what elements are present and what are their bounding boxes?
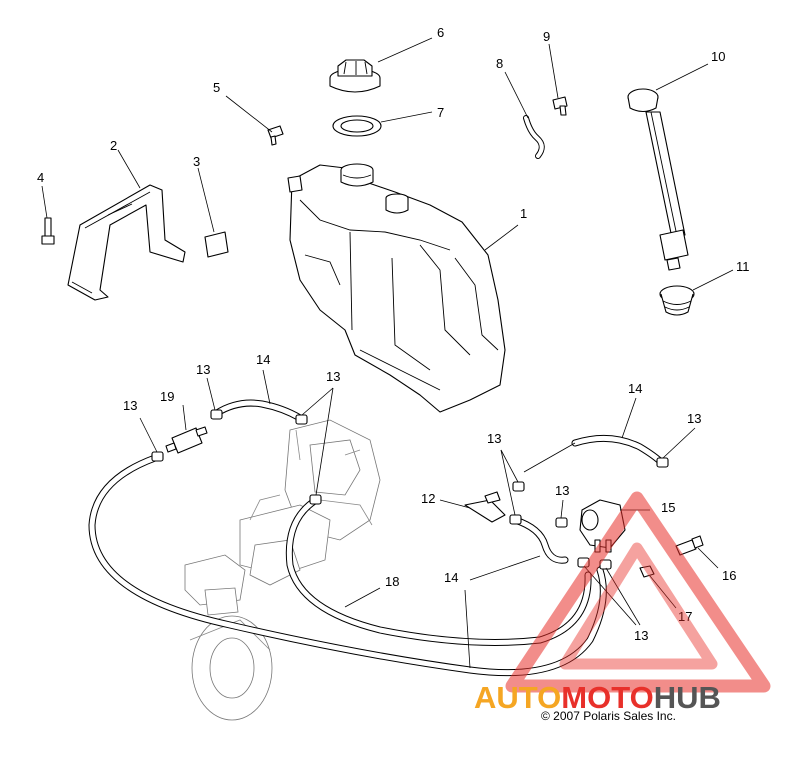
watermark-logo: AUTOMOTOHUB (474, 491, 771, 715)
tank-bracket (67, 184, 186, 301)
callout-13-f: 13 (687, 411, 701, 426)
fuel-hoses (88, 399, 666, 677)
callout-8: 8 (496, 56, 503, 71)
tank-pad (204, 231, 229, 258)
callout-3: 3 (193, 154, 200, 169)
leader-lines (41, 37, 734, 669)
watermark-triangle-outer (505, 491, 771, 693)
callout-14-c: 14 (444, 570, 458, 585)
callout-14-b: 14 (628, 381, 642, 396)
vent-fitting (552, 96, 568, 116)
cap-gasket (332, 115, 382, 137)
watermark-text-auto: AUTO (474, 680, 561, 715)
callout-17: 17 (678, 609, 692, 624)
vent-hose (523, 115, 545, 159)
callout-13-e: 13 (555, 483, 569, 498)
callout-labels: 1 2 3 4 5 6 7 8 9 10 11 12 13 13 13 13 1… (37, 25, 750, 643)
pump-nut (639, 565, 655, 578)
callout-10: 10 (711, 49, 725, 64)
watermark-text-moto: MOTO (561, 680, 653, 715)
callout-19: 19 (160, 389, 174, 404)
callout-9: 9 (543, 29, 550, 44)
fuel-cap (329, 59, 381, 93)
callout-18: 18 (385, 574, 399, 589)
callout-14-a: 14 (256, 352, 270, 367)
callout-7: 7 (437, 105, 444, 120)
bracket-bolt (41, 217, 55, 245)
vent-screw (267, 125, 284, 146)
callout-5: 5 (213, 80, 220, 95)
watermark-text: AUTOMOTOHUB (474, 680, 721, 715)
tee-fitting (464, 491, 506, 523)
callout-2: 2 (110, 138, 117, 153)
callout-4: 4 (37, 170, 44, 185)
callout-16: 16 (722, 568, 736, 583)
watermark-triangle-inner (559, 542, 718, 670)
engine-background (184, 419, 381, 721)
sender-grommet (659, 285, 695, 316)
callout-1: 1 (520, 206, 527, 221)
callout-13-c: 13 (326, 369, 340, 384)
callout-15: 15 (661, 500, 675, 515)
hose-clamps (151, 409, 669, 570)
fuel-tank (287, 163, 506, 413)
callout-13-d: 13 (487, 431, 501, 446)
fuel-filter (165, 426, 208, 454)
copyright-text: © 2007 Polaris Sales Inc. (541, 709, 676, 723)
fuel-sender (627, 88, 689, 271)
callout-13-a: 13 (123, 398, 137, 413)
callout-11: 11 (736, 259, 750, 274)
callout-13-b: 13 (196, 362, 210, 377)
callout-6: 6 (437, 25, 444, 40)
watermark-text-hub: HUB (654, 680, 721, 715)
callout-13-g: 13 (634, 628, 648, 643)
callout-12: 12 (421, 491, 435, 506)
